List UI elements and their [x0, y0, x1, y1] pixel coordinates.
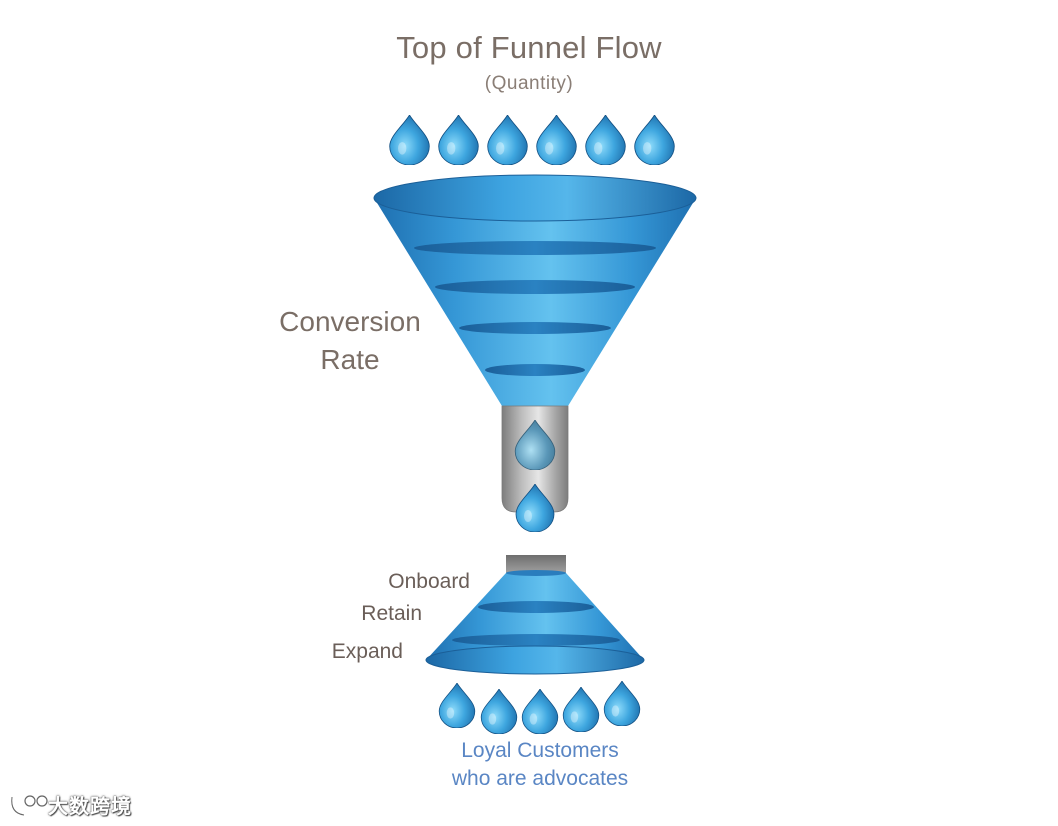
loyal-customers-label: Loyal Customers who are advocates	[400, 737, 680, 793]
funnel-icon	[373, 174, 697, 532]
water-drop-icon	[438, 115, 479, 165]
top-drops-row	[389, 115, 675, 165]
water-drop-icon	[389, 115, 430, 165]
diagram-title: Top of Funnel Flow	[396, 30, 662, 65]
water-drop-icon	[603, 681, 641, 726]
water-drop-icon	[536, 115, 577, 165]
loyal-customers-line-1: Loyal Customers	[461, 739, 619, 762]
conversion-rate-line-1: Conversion	[279, 306, 421, 337]
loyal-customers-line-2: who are advocates	[451, 767, 629, 790]
water-drop-icon	[562, 687, 600, 732]
stage-retain-label: Retain	[361, 602, 422, 625]
inverted-funnel-icon	[425, 555, 645, 675]
water-drop-icon	[438, 683, 476, 728]
water-drop-icon	[480, 689, 518, 734]
water-drop-icon	[634, 115, 675, 165]
stage-expand-label: Expand	[331, 640, 403, 663]
watermark-logo-icon	[10, 795, 48, 817]
water-drop-icon	[487, 115, 528, 165]
conversion-rate-line-2: Rate	[320, 344, 380, 375]
watermark-text: 大数跨境	[48, 796, 132, 818]
bottom-drops-row	[438, 681, 641, 734]
diagram-subtitle: (Quantity)	[484, 73, 574, 94]
water-drop-icon	[585, 115, 626, 165]
stage-onboard-label: Onboard	[388, 570, 470, 593]
conversion-rate-label: Conversion Rate	[255, 303, 445, 379]
water-drop-icon	[521, 689, 559, 734]
